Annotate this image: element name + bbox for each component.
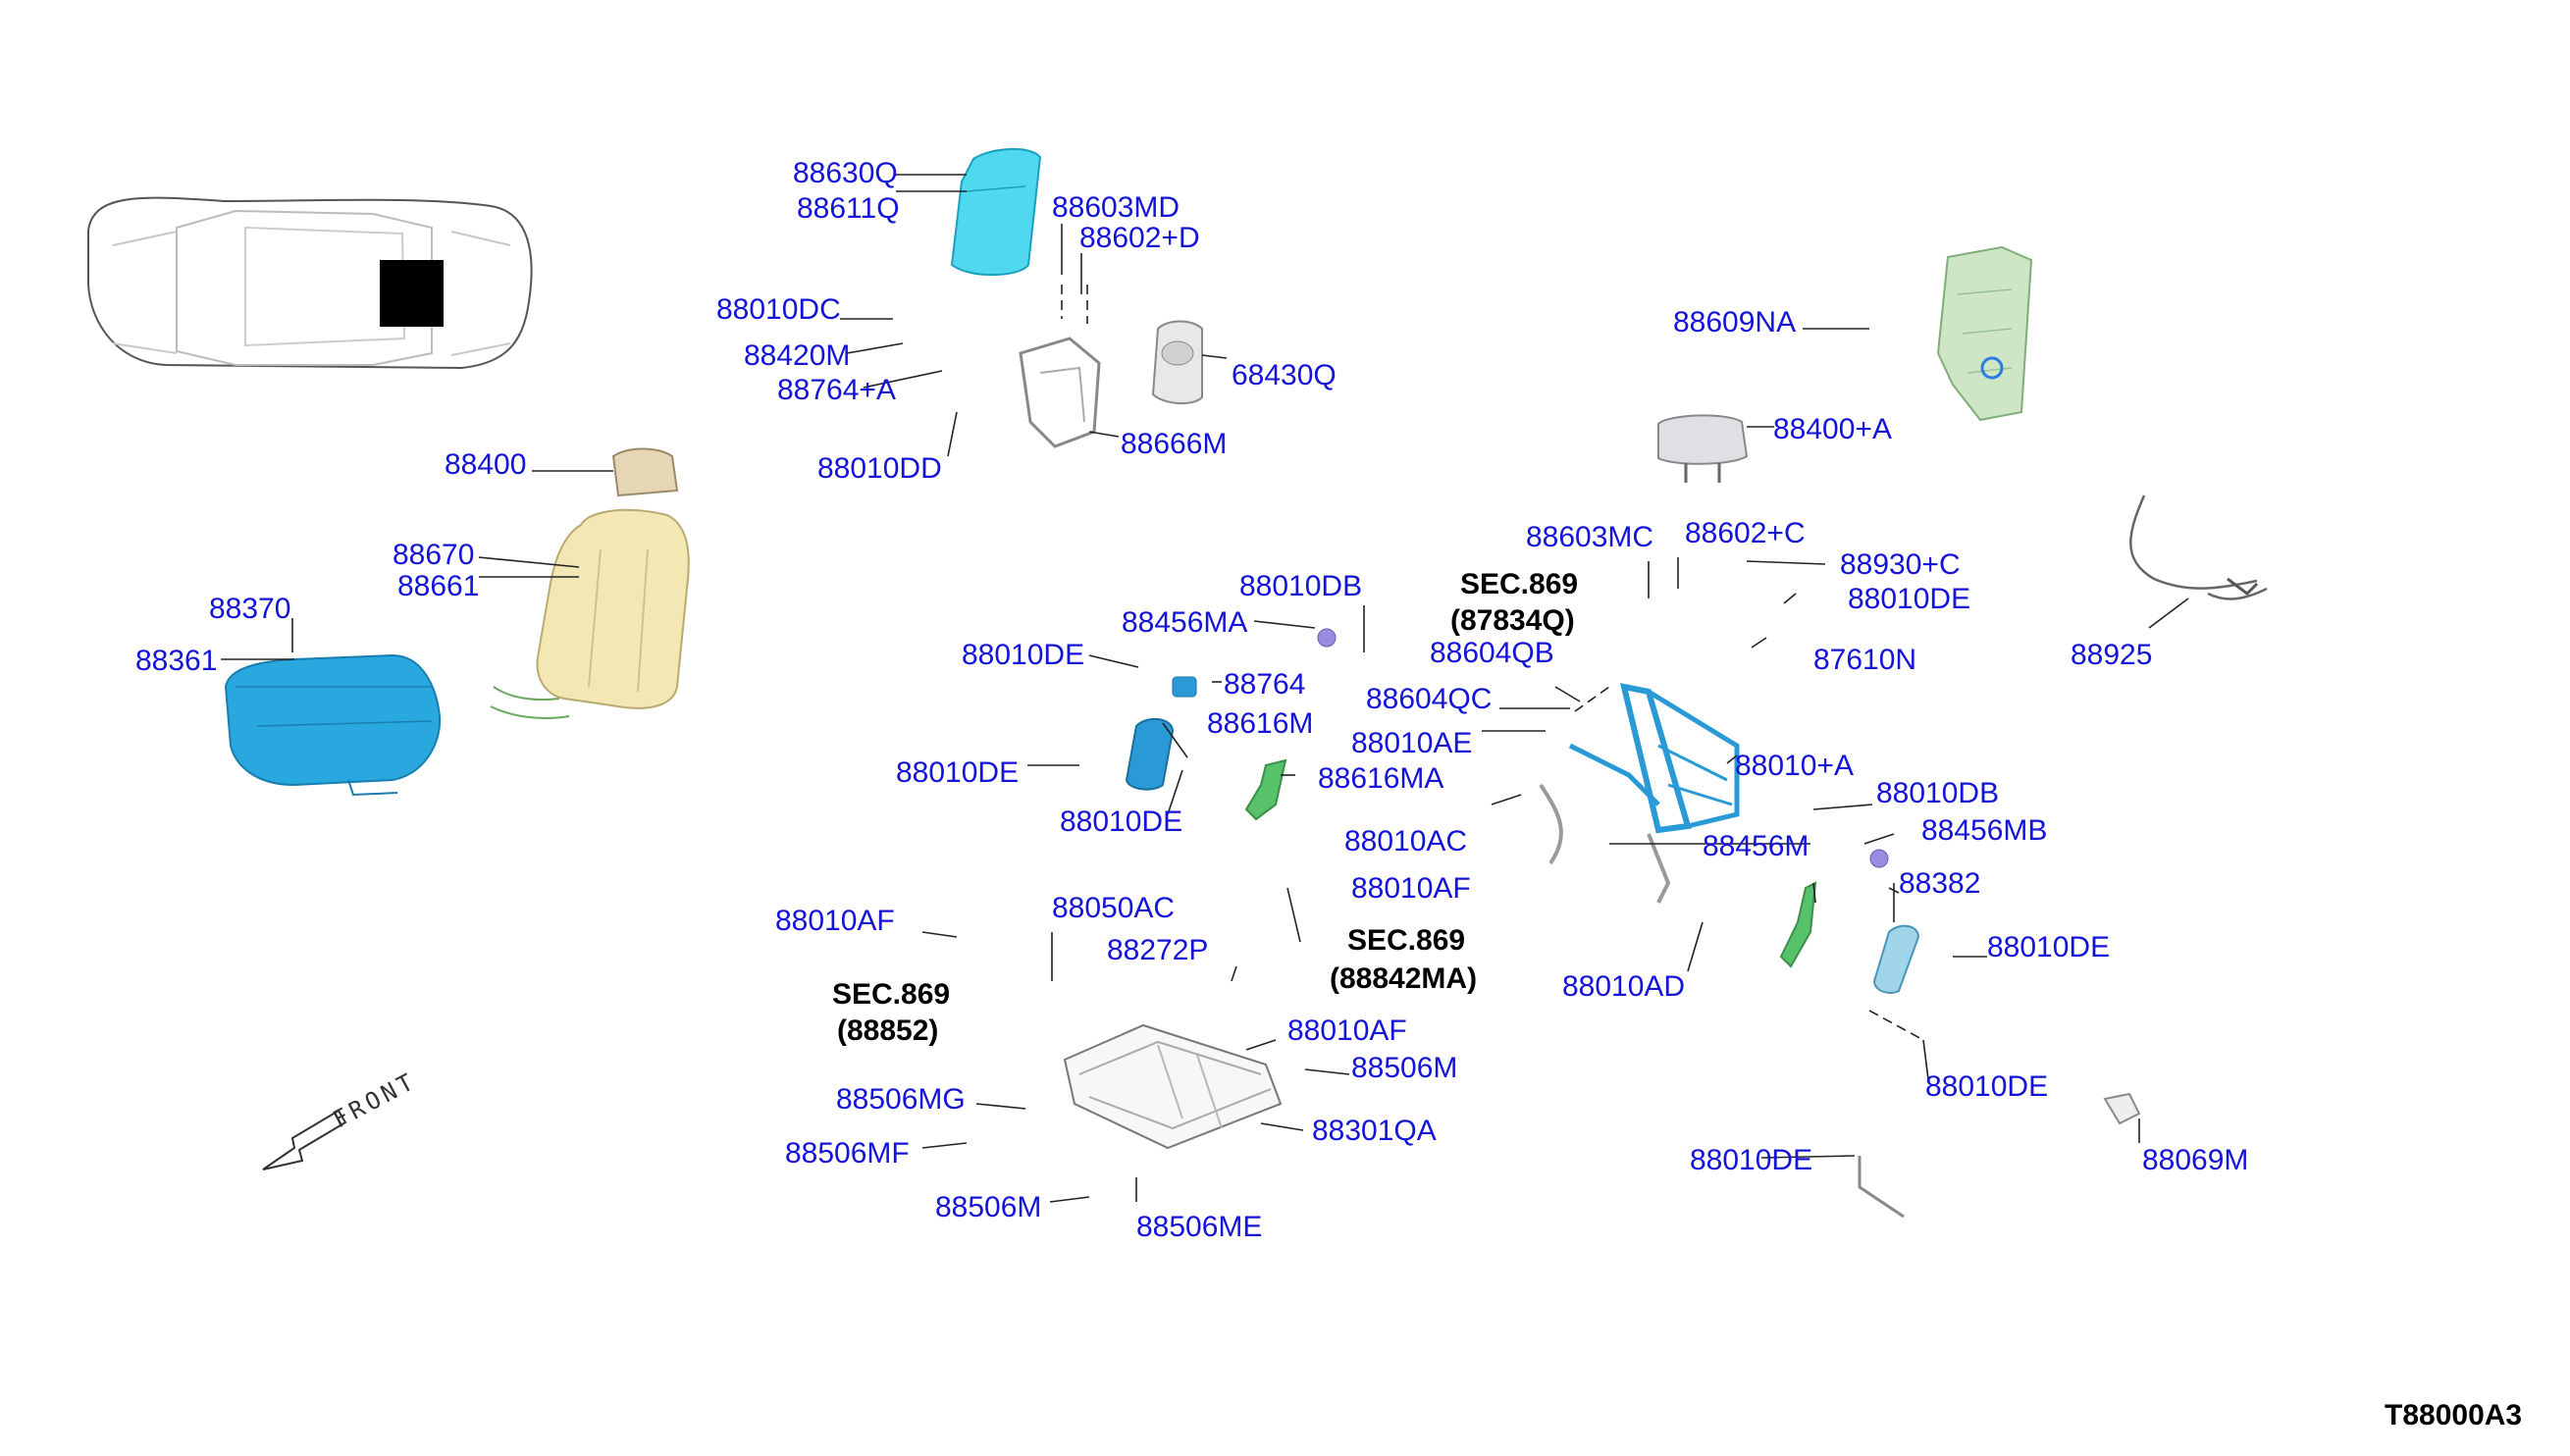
seat-back-board-illustration [1936, 245, 2033, 422]
part-label-88506mg[interactable]: 88506MG [836, 1083, 966, 1116]
part-label-88925[interactable]: 88925 [2071, 639, 2152, 671]
drawing-code: T88000A3 [2385, 1399, 2522, 1431]
part-label-88010a[interactable]: 88010+A [1735, 750, 1854, 782]
seat-back-illustration [490, 447, 690, 719]
part-label-88010de-b[interactable]: 88010DE [962, 639, 1084, 671]
leader-lines [221, 174, 2189, 1203]
sec-ref: (88852) [837, 1014, 938, 1047]
svg-text:SEC.869: SEC.869 [1347, 924, 1465, 957]
part-label-88661[interactable]: 88661 [397, 570, 479, 602]
part-label-88764a[interactable]: 88764+A [777, 374, 896, 406]
part-label-88604qb[interactable]: 88604QB [1430, 637, 1554, 669]
part-label-88603md[interactable]: 88603MD [1052, 191, 1180, 224]
sec-ref: (88842MA) [1330, 962, 1477, 995]
part-label-88609na[interactable]: 88609NA [1673, 306, 1796, 338]
headrest-illustration [1657, 414, 1749, 483]
part-label-88370[interactable]: 88370 [209, 593, 290, 625]
part-label-88456ma[interactable]: 88456MA [1122, 606, 1247, 639]
front-direction-indicator: FRONT [262, 1066, 422, 1170]
sec-prefix: SEC. [1460, 568, 1529, 600]
part-label-88010ac[interactable]: 88010AC [1344, 825, 1467, 858]
part-label-88400[interactable]: 88400 [445, 448, 526, 481]
part-label-88382[interactable]: 88382 [1899, 867, 1980, 900]
part-label-88010af-a[interactable]: 88010AF [775, 905, 895, 937]
part-label-88010ae[interactable]: 88010AE [1351, 727, 1472, 759]
part-label-88506mf[interactable]: 88506MF [785, 1137, 910, 1170]
part-label-88010de-d[interactable]: 88010DE [1060, 806, 1182, 838]
part-label-88420m[interactable]: 88420M [744, 339, 850, 372]
rear-seat-location-marker [380, 260, 444, 327]
section-reference-88852[interactable]: SEC.869 (88852) [832, 978, 950, 1047]
part-label-88010db-b[interactable]: 88010DB [1876, 777, 1999, 809]
bracket-illustration [2103, 1092, 2141, 1125]
part-label-88010af-c[interactable]: 88010AF [1287, 1014, 1407, 1047]
part-label-88506m-a[interactable]: 88506M [1351, 1052, 1457, 1084]
seat-cushion-illustration [224, 653, 442, 797]
part-label-88050ac[interactable]: 88050AC [1052, 892, 1175, 924]
front-arrow-icon [262, 1109, 347, 1170]
part-label-88010db-a[interactable]: 88010DB [1239, 570, 1362, 602]
sec-number[interactable]: 869 [901, 978, 950, 1011]
part-label-88616ma[interactable]: 88616MA [1318, 762, 1443, 795]
section-reference-87834q[interactable]: SEC.869 (87834Q) [1450, 568, 1578, 637]
part-label-88010de-c[interactable]: 88010DE [896, 756, 1019, 789]
svg-text:SEC.869: SEC.869 [832, 978, 950, 1011]
armrest-pad-illustration [950, 147, 1042, 277]
svg-text:SEC.869: SEC.869 [1460, 568, 1578, 600]
part-label-88602d[interactable]: 88602+D [1079, 222, 1200, 254]
part-label-88456m[interactable]: 88456M [1703, 830, 1809, 862]
part-label-88010af-b[interactable]: 88010AF [1351, 872, 1471, 905]
wire-harness-illustration [2129, 494, 2268, 600]
part-number-labels: 88630Q 88611Q 88603MD 88602+D 88010DC 88… [135, 157, 2248, 1243]
seat-back-frame-illustration [1539, 683, 1740, 904]
sec-number[interactable]: 869 [1529, 568, 1578, 600]
cup-holder-illustration [1151, 320, 1203, 405]
part-label-88616m[interactable]: 88616M [1207, 707, 1313, 740]
part-label-88272p[interactable]: 88272P [1107, 934, 1208, 966]
vehicle-overview-illustration [87, 196, 533, 370]
armrest-frame-illustration [1019, 285, 1101, 448]
sec-prefix: SEC. [832, 978, 901, 1011]
part-label-88611q[interactable]: 88611Q [797, 192, 900, 225]
part-label-68430q[interactable]: 68430Q [1232, 359, 1337, 391]
part-label-88930c[interactable]: 88930+C [1840, 548, 1961, 581]
part-label-88010de-e[interactable]: 88010DE [1987, 931, 2110, 963]
side-trim-illustration [1125, 628, 1920, 994]
part-label-88010de-g[interactable]: 88010DE [1690, 1144, 1812, 1176]
part-label-88010dc[interactable]: 88010DC [716, 293, 841, 326]
section-reference-88842ma[interactable]: SEC.869 (88842MA) [1330, 924, 1477, 995]
part-label-88456mb[interactable]: 88456MB [1921, 814, 2047, 847]
sec-ref: (87834Q) [1450, 604, 1575, 637]
part-label-88666m[interactable]: 88666M [1121, 428, 1227, 460]
sec-number[interactable]: 869 [1416, 924, 1465, 957]
front-label: FRONT [329, 1066, 422, 1133]
part-label-88764[interactable]: 88764 [1224, 668, 1305, 701]
part-label-88400a[interactable]: 88400+A [1773, 413, 1892, 445]
part-label-88010de-f[interactable]: 88010DE [1925, 1070, 2048, 1103]
part-label-87610n[interactable]: 87610N [1813, 644, 1916, 676]
part-label-88604qc[interactable]: 88604QC [1366, 683, 1492, 715]
part-label-88630q[interactable]: 88630Q [793, 157, 898, 189]
part-label-88010ad[interactable]: 88010AD [1562, 970, 1685, 1003]
part-label-88506m-b[interactable]: 88506M [935, 1191, 1041, 1223]
part-label-88069m[interactable]: 88069M [2142, 1144, 2248, 1176]
part-label-88670[interactable]: 88670 [393, 539, 474, 571]
part-label-88010dd[interactable]: 88010DD [817, 452, 942, 485]
part-label-88506me[interactable]: 88506ME [1136, 1211, 1262, 1243]
part-label-88602c[interactable]: 88602+C [1685, 517, 1806, 549]
part-label-88301qa[interactable]: 88301QA [1312, 1115, 1437, 1147]
part-label-88361[interactable]: 88361 [135, 645, 217, 677]
part-label-88010de-a[interactable]: 88010DE [1848, 583, 1970, 615]
part-label-88603mc[interactable]: 88603MC [1526, 521, 1653, 553]
rod-illustration [1858, 1156, 1905, 1219]
sec-prefix: SEC. [1347, 924, 1416, 957]
seat-cushion-frame-illustration [1063, 1023, 1283, 1150]
